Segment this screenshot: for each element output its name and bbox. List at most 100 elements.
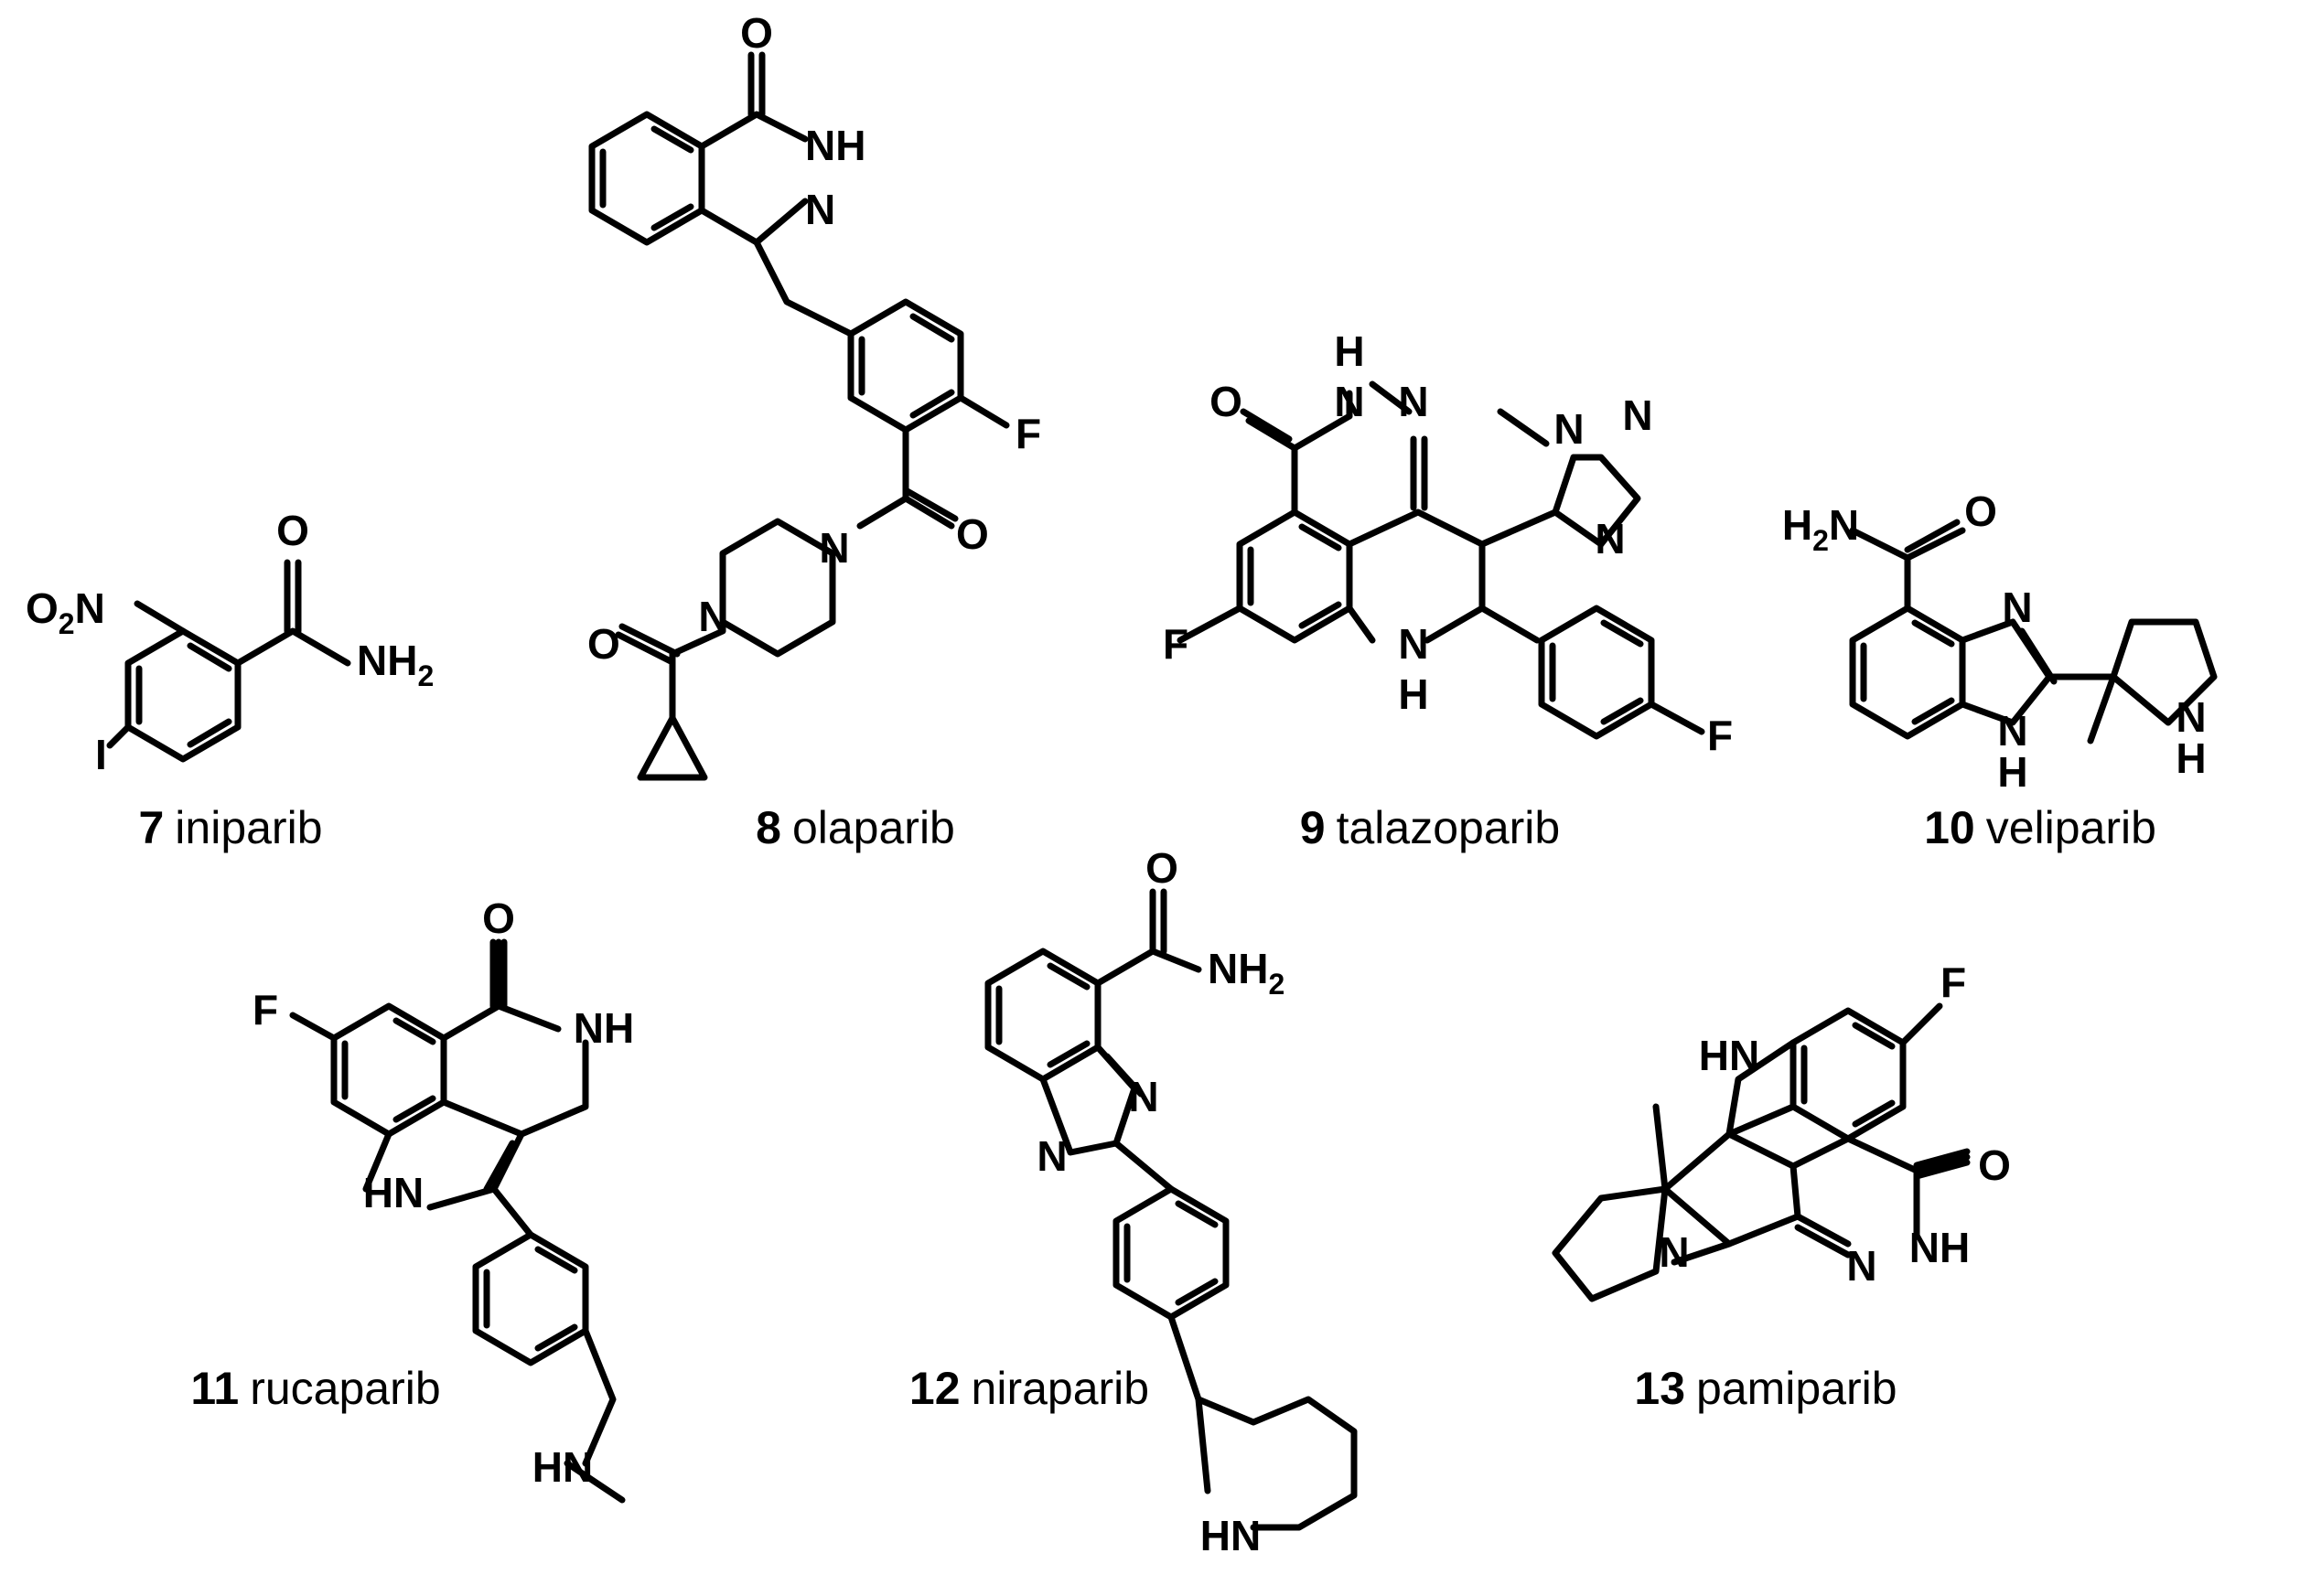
veliparib-benzo bbox=[1849, 605, 1966, 740]
veliparib-amide bbox=[1849, 527, 1966, 612]
olaparib-N: N bbox=[805, 186, 835, 233]
talazoparib-H-bottom: H bbox=[1398, 670, 1428, 718]
iniparib-I: I bbox=[95, 731, 107, 778]
rucaparib-O: O bbox=[482, 894, 515, 942]
iniparib-O2N: O2N bbox=[26, 584, 105, 640]
niraparib-benzo-double bbox=[995, 962, 1091, 1068]
niraparib-aryl-link bbox=[1112, 1140, 1175, 1193]
talazoparib-N2: N bbox=[1398, 378, 1428, 425]
veliparib-N1: N bbox=[2002, 584, 2032, 631]
olaparib-O1: O bbox=[740, 9, 773, 57]
veliparib-NH-H: H bbox=[2176, 734, 2206, 782]
talazoparib-cn-double bbox=[1410, 435, 1428, 511]
pamiparib-n-bond bbox=[1671, 1240, 1733, 1266]
talazoparib-carbonyl bbox=[1240, 408, 1298, 452]
rucaparib-pyrrole-double bbox=[483, 1140, 516, 1193]
olaparib-carbonyl-top bbox=[747, 51, 766, 118]
veliparib-methyl bbox=[2087, 673, 2117, 744]
olaparib-NH: NH bbox=[805, 122, 865, 169]
olaparib-N2: N bbox=[698, 593, 728, 640]
talazoparib-dihydro bbox=[1346, 509, 1486, 644]
veliparib-benzo-double bbox=[1860, 619, 1955, 725]
olaparib-co2-double bbox=[615, 631, 676, 666]
talazoparib-fluorophenyl bbox=[1538, 605, 1655, 740]
niraparib-N1: N bbox=[1128, 1073, 1158, 1120]
pamiparib-HN: HN bbox=[1699, 1032, 1759, 1079]
iniparib-amide-bond bbox=[234, 627, 351, 667]
talazoparib-methyl bbox=[1497, 408, 1550, 447]
pamiparib-N2: N bbox=[1659, 1228, 1689, 1276]
talazoparib-aryl bbox=[1236, 509, 1353, 644]
niraparib-N2: N bbox=[1037, 1132, 1067, 1180]
talazoparib-N-top: N bbox=[1334, 378, 1364, 425]
talazoparib-N-me: N bbox=[1553, 405, 1584, 453]
pamiparib-O: O bbox=[1978, 1141, 2011, 1189]
veliparib-O: O bbox=[1964, 487, 1997, 535]
olaparib-cyclopropyl bbox=[637, 714, 708, 781]
rucaparib-aryl-double bbox=[341, 1017, 436, 1123]
veliparib-H: H bbox=[1997, 748, 2027, 796]
niraparib-phenyl-double bbox=[1123, 1200, 1219, 1306]
iniparib-ring-double bbox=[135, 642, 232, 748]
olaparib-O2: O bbox=[956, 510, 989, 558]
talazoparib-triazole bbox=[1570, 454, 1641, 548]
olaparib-amide bbox=[856, 495, 955, 530]
iniparib-i-bond bbox=[106, 723, 132, 749]
olaparib-F: F bbox=[1016, 410, 1041, 457]
rucaparib-NH: NH bbox=[574, 1004, 634, 1052]
talazoparib-F2: F bbox=[1707, 712, 1733, 759]
rucaparib-carbonyl bbox=[489, 938, 508, 1010]
talazoparib-F1: F bbox=[1163, 620, 1188, 668]
pamiparib-aryl-double bbox=[1800, 1022, 1896, 1128]
talazoparib-fluorophenyl-double bbox=[1549, 619, 1644, 725]
rucaparib-HN2: HN bbox=[532, 1443, 593, 1491]
niraparib-HN: HN bbox=[1200, 1512, 1261, 1559]
pamiparib-F: F bbox=[1940, 959, 1966, 1006]
olaparib-O3: O bbox=[587, 620, 620, 668]
iniparib-NH2: NH2 bbox=[357, 637, 434, 692]
niraparib-benzo bbox=[984, 948, 1102, 1083]
iniparib-ring bbox=[124, 627, 242, 763]
olaparib-ch2 bbox=[753, 239, 854, 337]
niraparib-indazole-double bbox=[1103, 1053, 1145, 1098]
talazoparib-f2-bond bbox=[1648, 701, 1705, 735]
veliparib-imid-double bbox=[2018, 627, 2058, 685]
rucaparib-aminomethyl bbox=[564, 1327, 626, 1504]
rucaparib-bonds-a bbox=[289, 938, 562, 1042]
talazoparib-aryl-link bbox=[1478, 605, 1541, 644]
talazoparib-nn bbox=[1346, 380, 1413, 420]
talazoparib-N-tri2: N bbox=[1595, 515, 1625, 562]
niraparib-phenyl bbox=[1112, 1185, 1230, 1321]
rucaparib-phenyl-double bbox=[483, 1246, 578, 1352]
veliparib-co-double bbox=[1904, 519, 1961, 553]
olaparib-fluorophenyl bbox=[847, 298, 964, 434]
iniparib-carbonyl bbox=[284, 559, 302, 635]
olaparib-piperazine bbox=[719, 518, 836, 658]
talazoparib-triazole-link bbox=[1478, 454, 1605, 548]
talazoparib-N-tri1: N bbox=[1622, 391, 1652, 439]
olaparib-cpco bbox=[618, 623, 726, 722]
niraparib-amide bbox=[1094, 888, 1202, 987]
talazoparib-aryl-double bbox=[1247, 523, 1342, 629]
pamiparib-pyrrolidine bbox=[1552, 1103, 1669, 1302]
talazoparib-NH: N bbox=[1398, 620, 1428, 668]
olaparib-benzo bbox=[588, 111, 705, 246]
niraparib-piperidine bbox=[1167, 1313, 1358, 1531]
rucaparib-azepinone bbox=[440, 1039, 589, 1138]
pamiparib-N: N bbox=[1846, 1242, 1876, 1290]
olaparib-pyridazinone bbox=[698, 111, 809, 246]
niraparib-O: O bbox=[1145, 844, 1178, 892]
veliparib-NH: N bbox=[2176, 693, 2206, 741]
iniparib-O: O bbox=[276, 507, 309, 554]
